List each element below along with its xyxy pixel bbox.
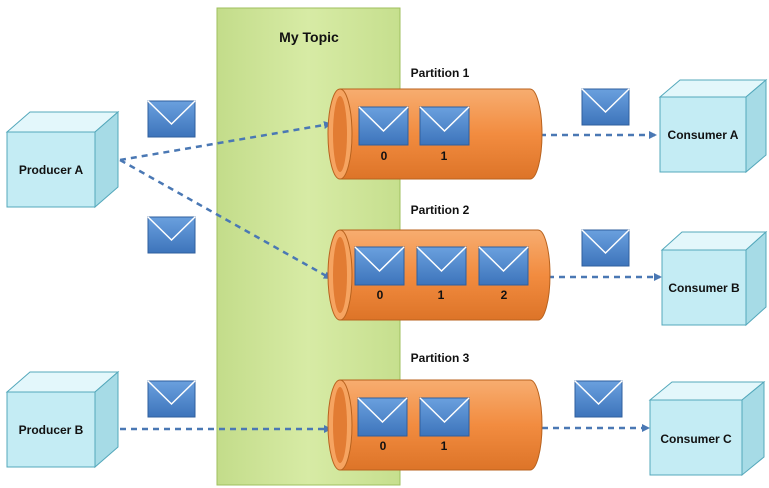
producer-a-box: Producer A: [5, 110, 120, 209]
envelope-icon: [354, 246, 405, 286]
envelope-icon: [478, 246, 529, 286]
envelope-icon: [416, 246, 467, 286]
envelope-icon: [419, 106, 470, 146]
partition-1-label: Partition 1: [411, 66, 470, 80]
producer-b-label: Producer B: [19, 423, 84, 437]
consumer-a-box: Consumer A: [658, 78, 768, 174]
envelope-icon: [147, 100, 196, 138]
arrow-producer-a-to-partition-2: [119, 158, 332, 280]
partition-2-label: Partition 2: [411, 203, 470, 217]
partition-1-offset-1: 1: [441, 149, 448, 163]
partition-3-offset-0: 0: [380, 439, 387, 453]
producer-b-box: Producer B: [5, 370, 120, 469]
partition-3-offset-1: 1: [441, 439, 448, 453]
consumer-b-label: Consumer B: [668, 281, 740, 295]
arrows: [119, 121, 662, 433]
envelope-icon: [581, 229, 630, 267]
producer-a-label: Producer A: [19, 163, 84, 177]
partition-2-offset-0: 0: [377, 288, 384, 302]
consumer-b-box: Consumer B: [660, 230, 768, 327]
envelope-icon: [147, 216, 196, 254]
consumer-c-box: Consumer C: [648, 380, 766, 477]
topic-title: My Topic: [279, 29, 339, 45]
envelope-icon: [357, 397, 408, 437]
consumer-c-label: Consumer C: [660, 432, 732, 446]
envelope-icon: [574, 380, 623, 418]
envelope-icon: [358, 106, 409, 146]
arrow-producer-a-to-partition-1: [119, 121, 332, 162]
envelope-icon: [147, 380, 196, 418]
consumer-a-label: Consumer A: [668, 128, 739, 142]
partition-1-offset-0: 0: [381, 149, 388, 163]
partition-2-offset-1: 1: [438, 288, 445, 302]
partition-2-offset-2: 2: [501, 288, 508, 302]
envelope-icon: [419, 397, 470, 437]
partition-3-label: Partition 3: [411, 351, 470, 365]
envelope-icon: [581, 88, 630, 126]
